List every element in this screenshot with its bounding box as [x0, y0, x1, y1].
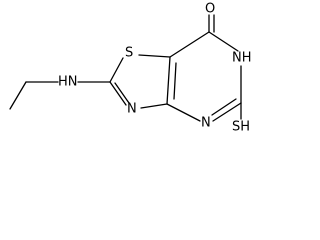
- n3-c3a-bond: [140, 103, 168, 109]
- c2-s-bond: [109, 57, 124, 83]
- c5-n4-double-bond: [211, 98, 237, 116]
- c2-n3-double-bond: [114, 82, 130, 104]
- ring-nh-atom-label: NH: [232, 51, 252, 66]
- atom-label-group: O S NH HN N N SH: [58, 2, 252, 135]
- c3a-c7a-double-bond: [173, 62, 177, 100]
- oxygen-atom-label: O: [205, 2, 215, 17]
- ring-nitrogen-right-label: N: [201, 116, 211, 131]
- c7-nh-bond: [208, 31, 239, 52]
- thiol-sh-atom-label: SH: [232, 120, 250, 135]
- n4-c3a-bond: [166, 103, 201, 122]
- ring-nitrogen-left-label: N: [127, 102, 137, 117]
- c7a-c7-bond: [169, 31, 210, 58]
- c5-n4-bond: [212, 102, 242, 122]
- amino-hn-atom-label: HN: [58, 75, 78, 90]
- c2-n3-bond: [109, 81, 127, 106]
- chemical-structure-diagram: O S NH HN N N SH: [9, 2, 252, 135]
- ethyl-bond-terminal: [9, 81, 27, 110]
- bond-group: [9, 14, 242, 122]
- s-c7a-bond: [138, 54, 171, 58]
- ring-sulfur-atom-label: S: [125, 46, 133, 61]
- c3a-c7a-bond: [166, 56, 171, 105]
